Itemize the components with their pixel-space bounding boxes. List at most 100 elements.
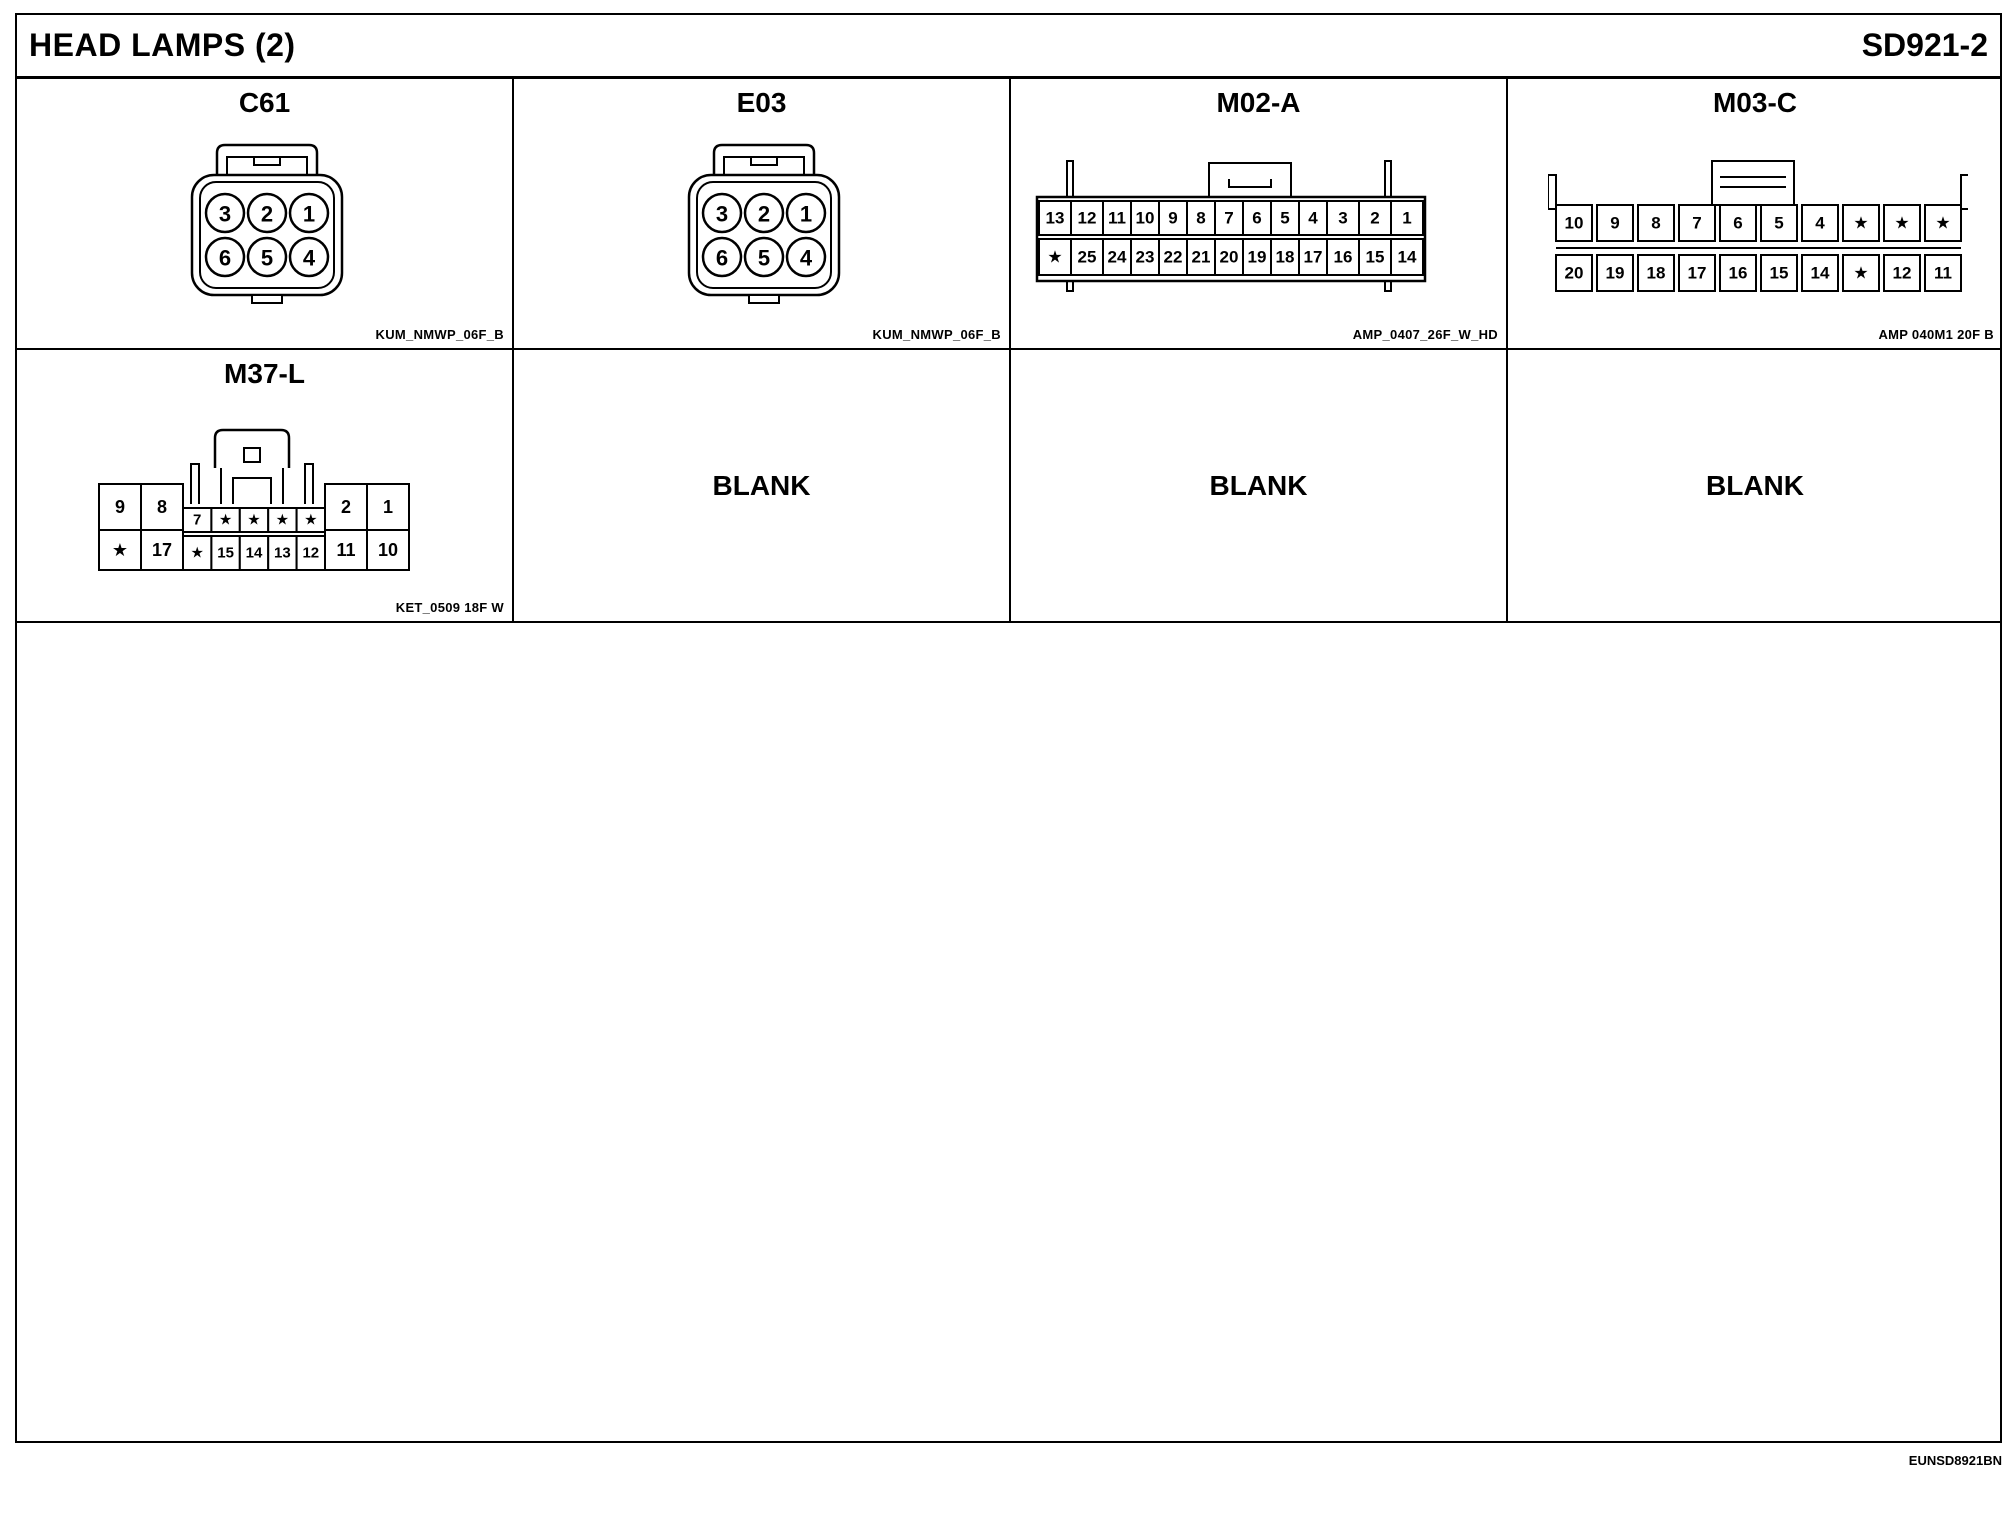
- pin-cavity: [1326, 238, 1360, 276]
- blank-label: BLANK: [1209, 470, 1308, 501]
- pin-cavity: [324, 483, 368, 531]
- pin-number: 2: [1370, 209, 1379, 228]
- pin-number: 14: [1811, 264, 1830, 283]
- pin-cavity: [1298, 238, 1328, 276]
- connector-guide: [304, 463, 314, 504]
- connector-foot: [251, 294, 283, 304]
- pin-number: 17: [152, 540, 172, 560]
- connector-part-number: AMP 040M1 20F B: [1878, 327, 1994, 342]
- pin-cavity: [1390, 200, 1424, 236]
- connector-lock: [1208, 162, 1292, 197]
- connector-guide: [220, 468, 284, 504]
- pin-number: 19: [1606, 264, 1625, 283]
- pin-cavity: [1637, 254, 1675, 292]
- pin-cavity: [1102, 238, 1132, 276]
- pin-number: ★: [219, 512, 232, 529]
- blank-cell: BLANK: [1508, 350, 2002, 623]
- pin-cavity: [1719, 254, 1757, 292]
- pin-cavity: [288, 192, 330, 234]
- connector-part-number: AMP_0407_26F_W_HD: [1352, 327, 1498, 342]
- pin-number: ★: [1853, 264, 1868, 283]
- pin-cavity: [1801, 204, 1839, 242]
- connector-foot: [1384, 280, 1392, 292]
- pin-number: 19: [1248, 248, 1267, 267]
- pin-cavity: [1883, 254, 1921, 292]
- connector-latch: [215, 143, 319, 175]
- pin-cavity: [295, 507, 327, 533]
- connector-label: M02-A: [1216, 87, 1301, 118]
- header-bar: HEAD LAMPS (2) SD921-2: [17, 15, 2000, 79]
- pin-number: 9: [1168, 209, 1177, 228]
- pin-cavity: [1242, 200, 1272, 236]
- pin-number: 1: [383, 497, 393, 517]
- pin-number: 13: [274, 545, 291, 562]
- pin-number: 6: [1733, 214, 1742, 233]
- pin-number: 3: [219, 202, 231, 227]
- pin-number: 9: [1610, 214, 1619, 233]
- pin-number: 11: [336, 540, 355, 560]
- pin-number: 10: [1565, 214, 1584, 233]
- pin-cavity: [1883, 204, 1921, 242]
- connector-lock: [1711, 160, 1795, 206]
- pin-number: 8: [1651, 214, 1660, 233]
- pin-number: 18: [1276, 248, 1295, 267]
- blank-cell: BLANK: [1011, 350, 1508, 623]
- pin-number: 5: [1774, 214, 1783, 233]
- pin-number: 14: [246, 545, 263, 562]
- pin-number: 3: [716, 202, 728, 227]
- pin-cavity: [1719, 204, 1757, 242]
- pin-cavity: [267, 507, 298, 533]
- pin-cavity: [785, 192, 827, 234]
- pin-number: 17: [1304, 248, 1323, 267]
- document-code: EUNSD8921BN: [1908, 1453, 2002, 1468]
- pin-cavity: [743, 192, 785, 234]
- pin-number: 2: [261, 202, 273, 227]
- pin-number: 3: [1338, 209, 1347, 228]
- pin-number: 6: [716, 246, 728, 271]
- pin-number: 6: [1252, 209, 1261, 228]
- pin-number: 4: [800, 246, 813, 271]
- pin-cavity: [1555, 204, 1593, 242]
- pin-cavity: [1924, 254, 1962, 292]
- pin-number: 12: [1078, 209, 1097, 228]
- pin-cavity: [1070, 238, 1104, 276]
- pin-number: 14: [1398, 248, 1417, 267]
- pin-cavity: [140, 483, 184, 531]
- pin-number: ★: [1935, 214, 1950, 233]
- pin-number: 5: [261, 246, 273, 271]
- connector-guide: [190, 463, 200, 504]
- connector-latch-post: [1066, 160, 1074, 198]
- pin-cavity: [1760, 254, 1798, 292]
- pin-cavity: [204, 236, 246, 278]
- connector-latch: [723, 156, 805, 175]
- connector-part-number: KET_0509 18F W: [395, 600, 504, 615]
- pin-number: ★: [247, 512, 260, 529]
- blank-label: BLANK: [1706, 470, 1804, 501]
- connector-latch: [712, 143, 816, 175]
- connector-latch-tab: [243, 447, 261, 463]
- pin-cavity: [295, 535, 327, 571]
- connector-latch: [226, 156, 308, 175]
- pin-cavity: [1270, 200, 1300, 236]
- pin-number: 11: [1108, 209, 1126, 228]
- pin-number: 16: [1334, 248, 1353, 267]
- connector-label: C61: [238, 87, 291, 118]
- connector-latch-tab: [750, 157, 778, 166]
- pin-number: 6: [219, 246, 231, 271]
- pin-cavity: [1214, 200, 1244, 236]
- pin-number: ★: [190, 545, 203, 562]
- pin-cavity: [1130, 200, 1160, 236]
- blank-cell: BLANK: [514, 350, 1011, 623]
- pin-number: 12: [302, 545, 319, 562]
- connector-label: E03: [736, 87, 787, 118]
- pin-number: ★: [1047, 248, 1062, 267]
- connector-foot: [748, 294, 780, 304]
- connector-label: M03-C: [1712, 87, 1797, 118]
- pin-cavity: [288, 236, 330, 278]
